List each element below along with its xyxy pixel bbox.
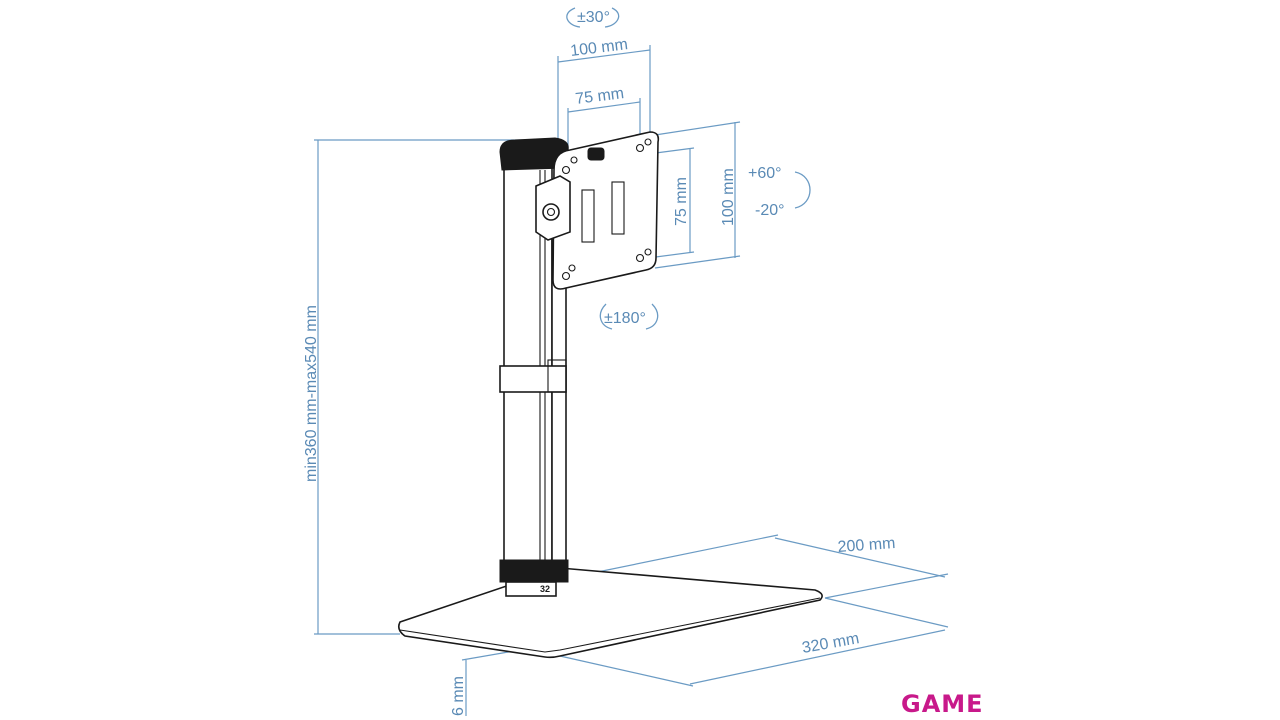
- rotation-arrow-icon: [599, 303, 659, 330]
- vesa-75h-label: 75 mm: [574, 85, 625, 108]
- tilt-down-label: -20°: [755, 202, 785, 219]
- vesa-slot-left: [581, 189, 595, 243]
- base-width-label: 320 mm: [801, 630, 861, 657]
- base-depth-label: 200 mm: [837, 535, 896, 556]
- vesa-slot-right: [611, 181, 625, 235]
- tilt-knob: [587, 147, 605, 161]
- vesa-plate: [535, 131, 660, 290]
- vesa-100h-label: 100 mm: [569, 36, 628, 60]
- rotation-label: ±180°: [604, 310, 646, 327]
- pivot-bolt: [542, 203, 560, 221]
- rotation-arrows: [566, 7, 811, 330]
- vesa-100h-line: [557, 49, 651, 63]
- swivel-arrow-icon: [566, 7, 620, 28]
- tilt-up-label: +60°: [748, 165, 782, 182]
- base-plate: [398, 567, 823, 659]
- collar-mark: 32: [540, 584, 550, 594]
- tilt-arrow-icon: [794, 171, 811, 209]
- vesa-100v-top-ext: [654, 121, 741, 136]
- bottom-collar: [499, 559, 569, 583]
- vesa-75v-label: 75 mm: [673, 177, 690, 226]
- vesa-100v-bottom-ext: [654, 255, 741, 269]
- base-width-left-ext: [559, 655, 694, 687]
- base-depth-line: [774, 537, 946, 578]
- vesa-100v-label: 100 mm: [720, 168, 737, 226]
- base-width-line: [689, 629, 946, 685]
- swivel-label: ±30°: [577, 9, 610, 26]
- height-clamp: [499, 365, 567, 393]
- game-logo: GAME: [901, 690, 984, 718]
- vesa-75h-line: [567, 101, 641, 113]
- base-thickness-label: 6 mm: [450, 676, 467, 716]
- base-depth-front-ext: [824, 573, 949, 599]
- base-depth-back-ext: [567, 534, 779, 579]
- base-width-right-ext: [824, 597, 949, 628]
- height-range-label: min360 mm-max540 mm: [303, 305, 320, 482]
